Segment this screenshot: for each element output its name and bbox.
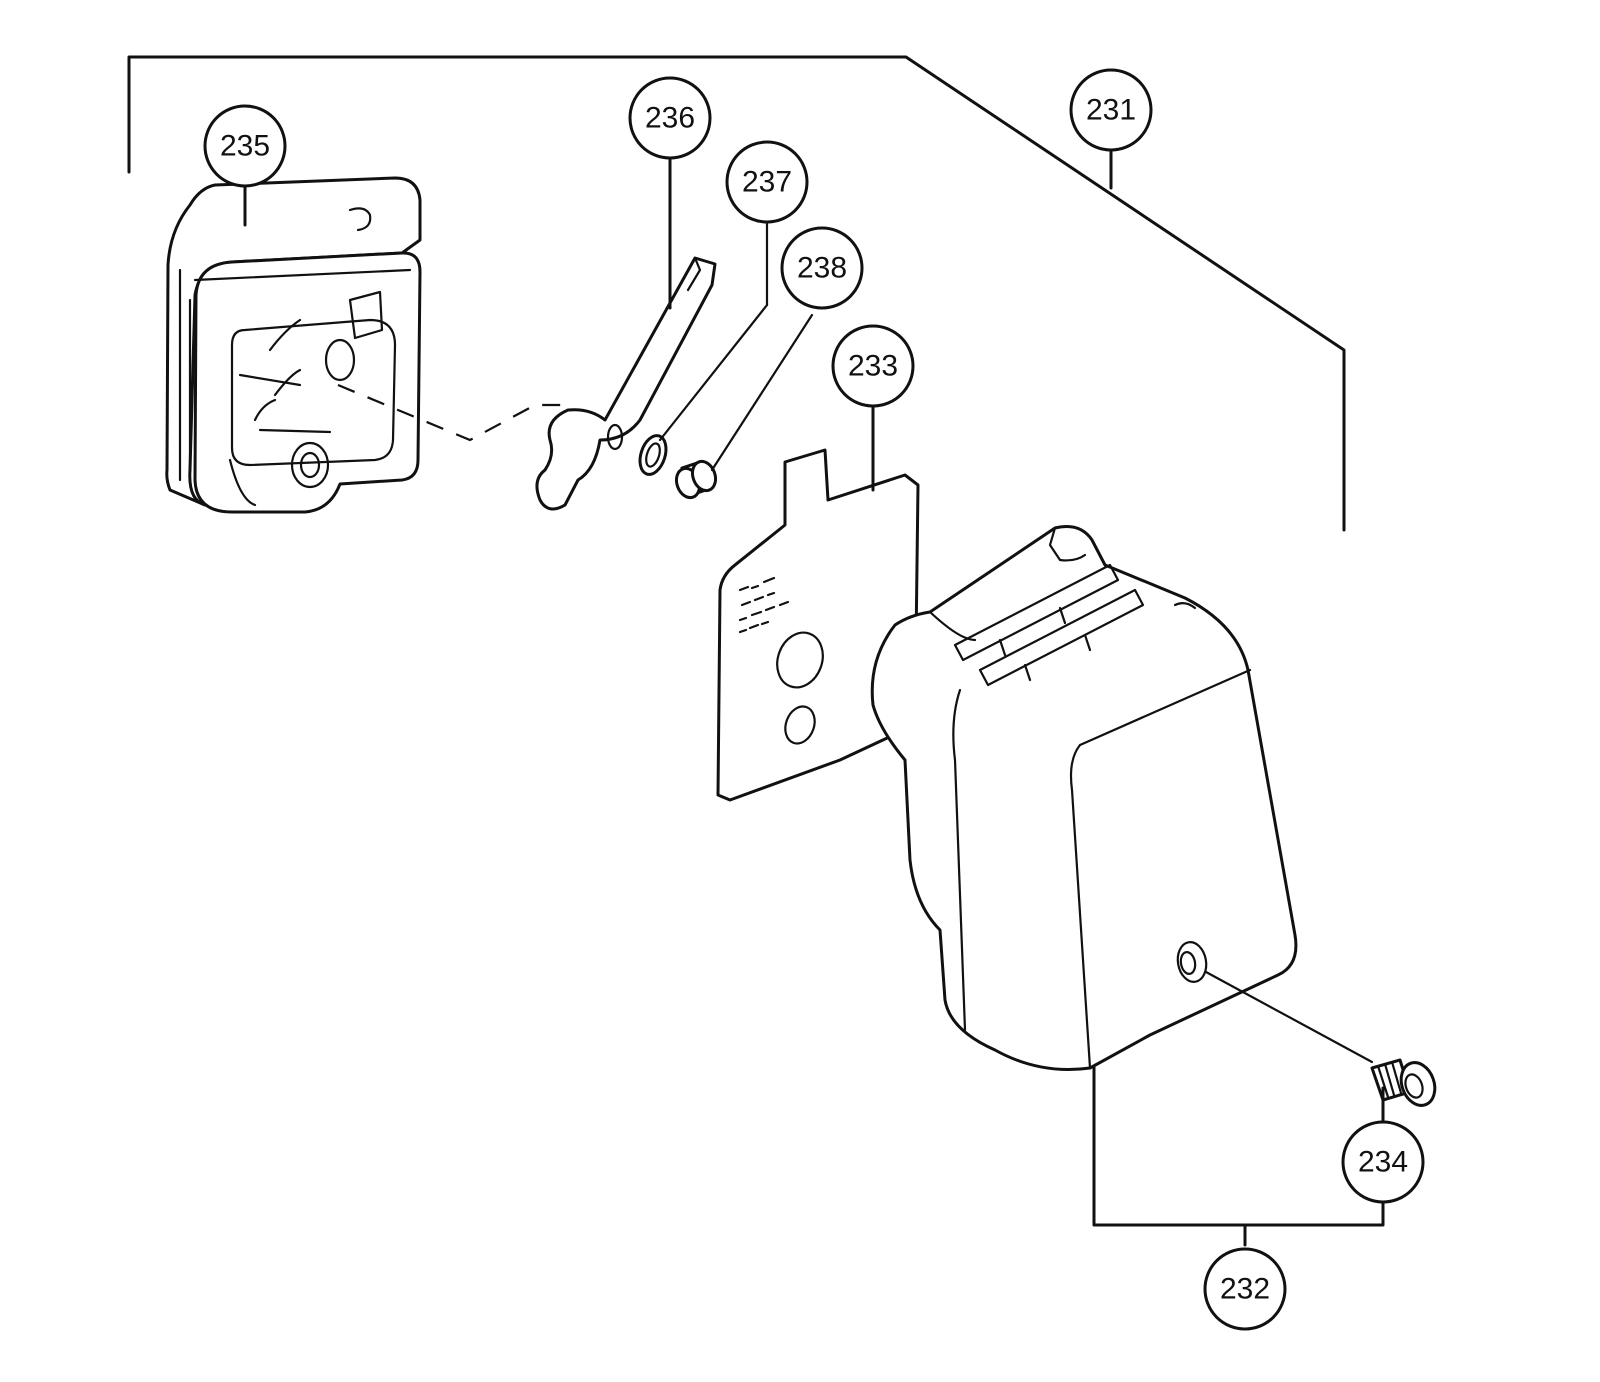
part-235-filter-housing <box>165 176 422 514</box>
callout-234: 234 <box>1341 1120 1425 1204</box>
part-234-screw <box>1370 1058 1437 1107</box>
callout-label-232: 232 <box>1220 1273 1270 1306</box>
callout-231: 231 <box>1069 68 1153 152</box>
callout-label-231: 231 <box>1086 94 1136 127</box>
part-236-choke-lever <box>535 256 717 511</box>
part-237-o-ring <box>638 434 668 476</box>
callout-232: 232 <box>1203 1247 1287 1331</box>
assembly-bracket-232 <box>1092 1065 1385 1247</box>
callout-label-237: 237 <box>742 166 792 199</box>
callout-label-238: 238 <box>797 252 847 285</box>
alignment-dashed-line <box>337 383 565 442</box>
screw-axis-line <box>1204 970 1374 1064</box>
callout-label-233: 233 <box>848 350 898 383</box>
callout-label-234: 234 <box>1358 1146 1408 1179</box>
callout-238: 238 <box>780 226 864 310</box>
assembly-bracket-231 <box>127 55 1346 532</box>
part-232-muffler <box>870 525 1298 1071</box>
callout-236: 236 <box>628 76 712 160</box>
callout-label-236: 236 <box>645 102 695 135</box>
part-233-gasket <box>716 448 920 802</box>
callout-label-235: 235 <box>220 130 270 163</box>
part-238-collar <box>674 459 718 500</box>
callout-233: 233 <box>831 324 915 408</box>
callout-235: 235 <box>203 104 287 188</box>
callout-237: 237 <box>725 140 809 224</box>
leader-lines <box>243 156 1385 1120</box>
